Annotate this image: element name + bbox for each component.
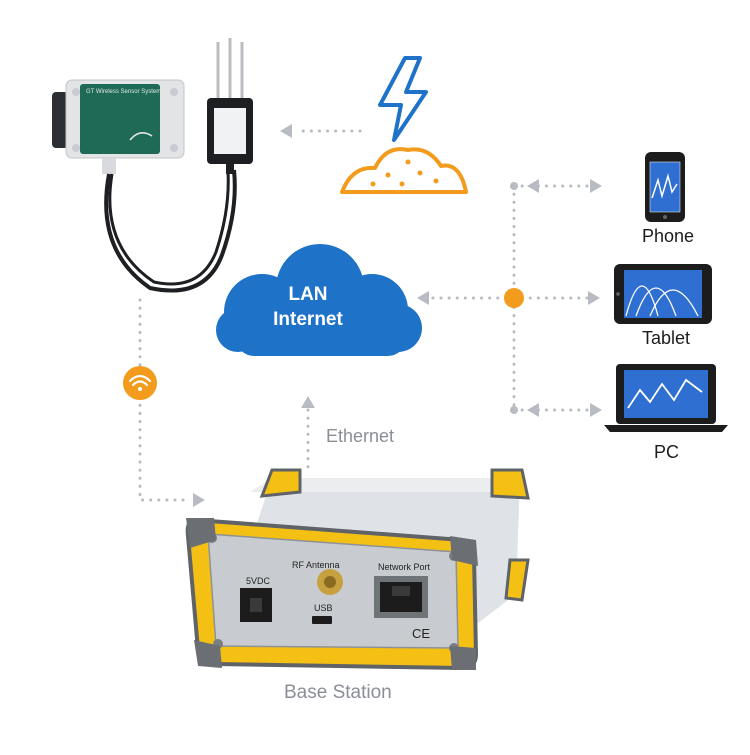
tablet-label: Tablet <box>642 328 691 348</box>
junction-dot <box>510 406 518 414</box>
ce-mark: CE <box>412 626 431 641</box>
base-station-label: Base Station <box>284 682 392 703</box>
sensor-box-title: GT Wireless Sensor System <box>86 89 162 95</box>
phone-label: Phone <box>642 226 695 246</box>
usb-port <box>312 616 332 624</box>
power-jack-label: 5VDC <box>246 576 271 586</box>
cloud-label-line2: Internet <box>273 309 343 330</box>
phone-icon <box>645 152 685 222</box>
base-station-device <box>185 468 530 671</box>
lightning-icon <box>378 56 428 142</box>
junction-dot <box>510 182 518 190</box>
rf-antenna-label: RF Antenna <box>292 560 340 570</box>
cloud-label-line1: LAN <box>288 284 328 305</box>
soil-probe-sensor <box>207 38 253 174</box>
pc-label: PC <box>654 442 680 462</box>
cloud-label: LAN Internet <box>238 282 378 332</box>
ethernet-label: Ethernet <box>326 426 395 446</box>
sensor-cable <box>104 169 237 293</box>
antenna <box>52 92 68 148</box>
connector-arrows <box>193 124 602 507</box>
usb-label: USB <box>314 603 333 613</box>
tablet-icon <box>614 264 712 324</box>
wifi-icon <box>123 366 157 400</box>
pc-laptop-icon <box>604 364 728 432</box>
sensor-transmitter-box <box>52 79 185 174</box>
soil-icon <box>340 147 468 194</box>
lan-internet-cloud <box>216 244 422 356</box>
network-port-label: Network Port <box>378 562 431 572</box>
hub-node <box>504 288 524 308</box>
